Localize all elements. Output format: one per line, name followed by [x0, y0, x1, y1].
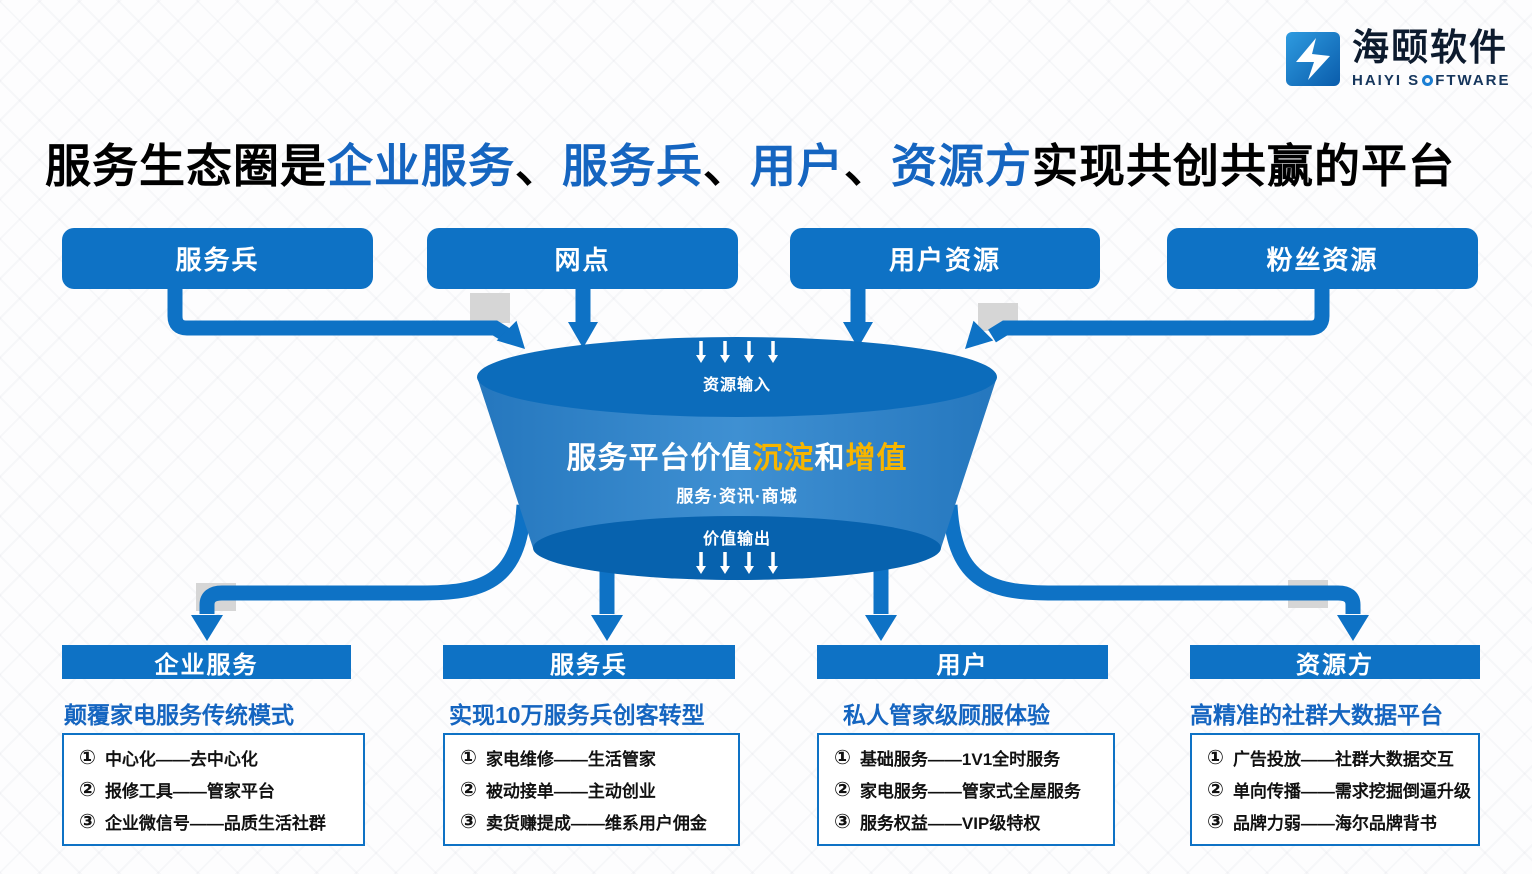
funnel-title-segment: 和: [814, 442, 846, 475]
item-number: ②: [1207, 779, 1224, 801]
funnel-bottom-ellipse: [533, 516, 941, 580]
node-user-resources: 用户资源: [790, 228, 1100, 289]
title-segment: 服务兵: [562, 140, 703, 192]
item-text: 服务权益——VIP级特权: [859, 813, 1041, 833]
list-item: ③ 企业微信号——品质生活社群: [79, 805, 355, 837]
value-output-arrows-icon: [696, 552, 778, 574]
list-item: ① 广告投放——社群大数据交互: [1207, 742, 1470, 774]
section-header-users: 用户: [817, 645, 1108, 679]
section-header-resource-parties: 资源方: [1190, 645, 1480, 679]
list-item: ③ 服务权益——VIP级特权: [834, 805, 1105, 837]
list-item: ② 报修工具——管家平台: [79, 774, 355, 806]
connector-outlets-to-funnel: [568, 289, 598, 348]
item-text: 报修工具——管家平台: [104, 782, 275, 801]
section-subtitle-enterprise-services: 颠覆家电服务传统模式: [64, 702, 294, 728]
item-number: ②: [460, 779, 477, 801]
item-number: ①: [79, 747, 96, 770]
logo-name: 海颐软件: [1352, 27, 1508, 68]
item-box-service-soldiers: ① 家电维修——生活管家 ② 被动接单——主动创业 ③ 卖货赚提成——维系用户佣…: [443, 733, 740, 846]
page-title: 服务生态圈是企业服务、服务兵、用户、资源方实现共创共赢的平台: [45, 130, 1505, 196]
logo-o-icon: [1422, 74, 1434, 86]
title-segment: 资源方: [891, 140, 1032, 192]
node-outlets: 网点: [427, 228, 738, 289]
list-item: ① 基础服务——1V1全时服务: [834, 742, 1105, 774]
title-segment: 用户: [750, 140, 844, 192]
resource-input-arrows-icon: [696, 341, 778, 363]
logo: 海颐软件 HAIYI S FTWARE: [1282, 27, 1511, 90]
section-subtitle-users: 私人管家级顾服体验: [843, 702, 1050, 728]
item-number: ①: [834, 747, 851, 770]
haiyi-logo-icon: [1286, 32, 1340, 86]
title-segment: 、: [515, 140, 562, 192]
item-text: 单向传播——需求挖掘倒逼升级: [1232, 782, 1471, 801]
list-item: ③ 品牌力弱——海尔品牌背书: [1207, 805, 1470, 837]
funnel-title-segment: 沉淀: [752, 442, 815, 475]
funnel-subtitle: 服务·资讯·商城: [676, 487, 798, 506]
item-box-users: ① 基础服务——1V1全时服务 ② 家电服务——管家式全屋服务 ③ 服务权益——…: [817, 733, 1115, 846]
item-text: 家电维修——生活管家: [485, 750, 656, 770]
list-item: ③ 卖货赚提成——维系用户佣金: [460, 805, 730, 837]
item-number: ②: [79, 779, 96, 801]
logo-tagline-right: FTWARE: [1435, 71, 1511, 89]
title-segment: 服务生态圈是: [45, 140, 327, 192]
list-item: ① 家电维修——生活管家: [460, 742, 730, 774]
shadow-artifact: [470, 293, 510, 323]
funnel-input-label: 资源输入: [702, 377, 771, 394]
item-text: 卖货赚提成——维系用户佣金: [485, 813, 707, 833]
section-header-enterprise-services: 企业服务: [62, 645, 351, 679]
title-segment: 企业服务: [327, 140, 515, 192]
item-text: 家电服务——管家式全屋服务: [859, 782, 1081, 801]
list-item: ② 家电服务——管家式全屋服务: [834, 774, 1105, 806]
item-text: 品牌力弱——海尔品牌背书: [1232, 813, 1437, 833]
title-segment: 、: [844, 140, 891, 192]
item-text: 被动接单——主动创业: [485, 782, 656, 801]
item-number: ①: [1207, 747, 1224, 770]
item-text: 基础服务——1V1全时服务: [859, 750, 1061, 770]
funnel-title: 服务平台价值沉淀和增值: [487, 433, 987, 477]
item-number: ③: [79, 810, 96, 833]
section-subtitle-service-soldiers: 实现10万服务兵创客转型: [449, 702, 705, 728]
logo-tagline-left: HAIYI S: [1352, 71, 1421, 89]
connector-service-soldiers-to-funnel: [167, 289, 525, 349]
connector-user-resources-to-funnel: [843, 289, 873, 348]
item-box-resource-parties: ① 广告投放——社群大数据交互 ② 单向传播——需求挖掘倒逼升级 ③ 品牌力弱—…: [1190, 733, 1480, 846]
connector-funnel-to-resource-parties: [942, 504, 1369, 641]
node-fan-resources: 粉丝资源: [1167, 228, 1478, 289]
funnel-body: [477, 377, 997, 548]
list-item: ② 单向传播——需求挖掘倒逼升级: [1207, 774, 1471, 806]
funnel-output-label: 价值输出: [702, 531, 771, 548]
list-item: ② 被动接单——主动创业: [460, 774, 730, 806]
item-number: ②: [834, 779, 851, 801]
item-number: ③: [1207, 810, 1224, 833]
title-segment: 、: [703, 140, 750, 192]
item-text: 中心化——去中心化: [104, 750, 258, 770]
funnel-title-segment: 增值: [845, 442, 908, 475]
item-box-enterprise-services: ① 中心化——去中心化 ② 报修工具——管家平台 ③ 企业微信号——品质生活社群: [62, 733, 365, 846]
funnel-title-segment: 服务平台价值: [566, 442, 753, 475]
section-header-service-soldiers: 服务兵: [443, 645, 735, 679]
funnel-top-ellipse: [477, 337, 997, 417]
item-text: 企业微信号——品质生活社群: [104, 813, 326, 833]
node-service-soldiers: 服务兵: [62, 228, 373, 289]
item-number: ①: [460, 747, 477, 770]
title-segment: 实现共创共赢的平台: [1032, 140, 1455, 192]
section-subtitle-resource-parties: 高精准的社群大数据平台: [1190, 702, 1443, 728]
item-number: ③: [460, 810, 477, 833]
item-number: ③: [834, 810, 851, 833]
connector-fan-resources-to-funnel: [965, 289, 1330, 349]
logo-tagline: HAIYI S FTWARE: [1352, 72, 1511, 89]
list-item: ① 中心化——去中心化: [79, 742, 355, 774]
connector-funnel-to-enterprise: [191, 504, 532, 641]
logo-text: 海颐软件 HAIYI S FTWARE: [1352, 27, 1511, 90]
item-text: 广告投放——社群大数据交互: [1232, 750, 1454, 770]
